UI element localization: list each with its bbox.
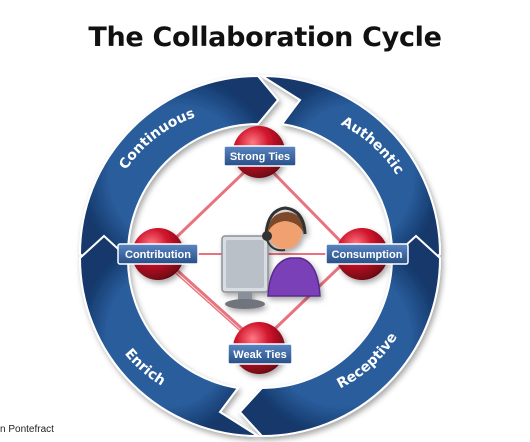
link-contribution-weak-inner <box>169 267 246 336</box>
node-label-text-strong-ties: Strong Ties <box>230 151 290 163</box>
link-strong-consumption-inner <box>269 169 341 241</box>
node-label-contribution: Contribution <box>117 243 199 265</box>
diagram-title: The Collaboration Cycle <box>88 22 442 53</box>
cycle-segment-receptive <box>238 234 442 438</box>
node-label-weak-ties: Weak Ties <box>227 343 293 365</box>
person-at-computer-icon <box>221 206 321 309</box>
image-credit: n Pontefract <box>0 424 54 435</box>
node-label-text-weak-ties: Weak Ties <box>233 349 286 361</box>
cycle-segment-enrich <box>78 234 262 438</box>
node-label-consumption: Consumption <box>325 243 409 265</box>
node-label-strong-ties: Strong Ties <box>223 145 297 167</box>
node-label-text-consumption: Consumption <box>332 249 403 261</box>
cycle-segment-continuous <box>78 74 280 278</box>
cycle-ring <box>78 74 442 438</box>
node-label-text-contribution: Contribution <box>125 249 191 261</box>
cycle-segment-authentic <box>258 74 442 278</box>
